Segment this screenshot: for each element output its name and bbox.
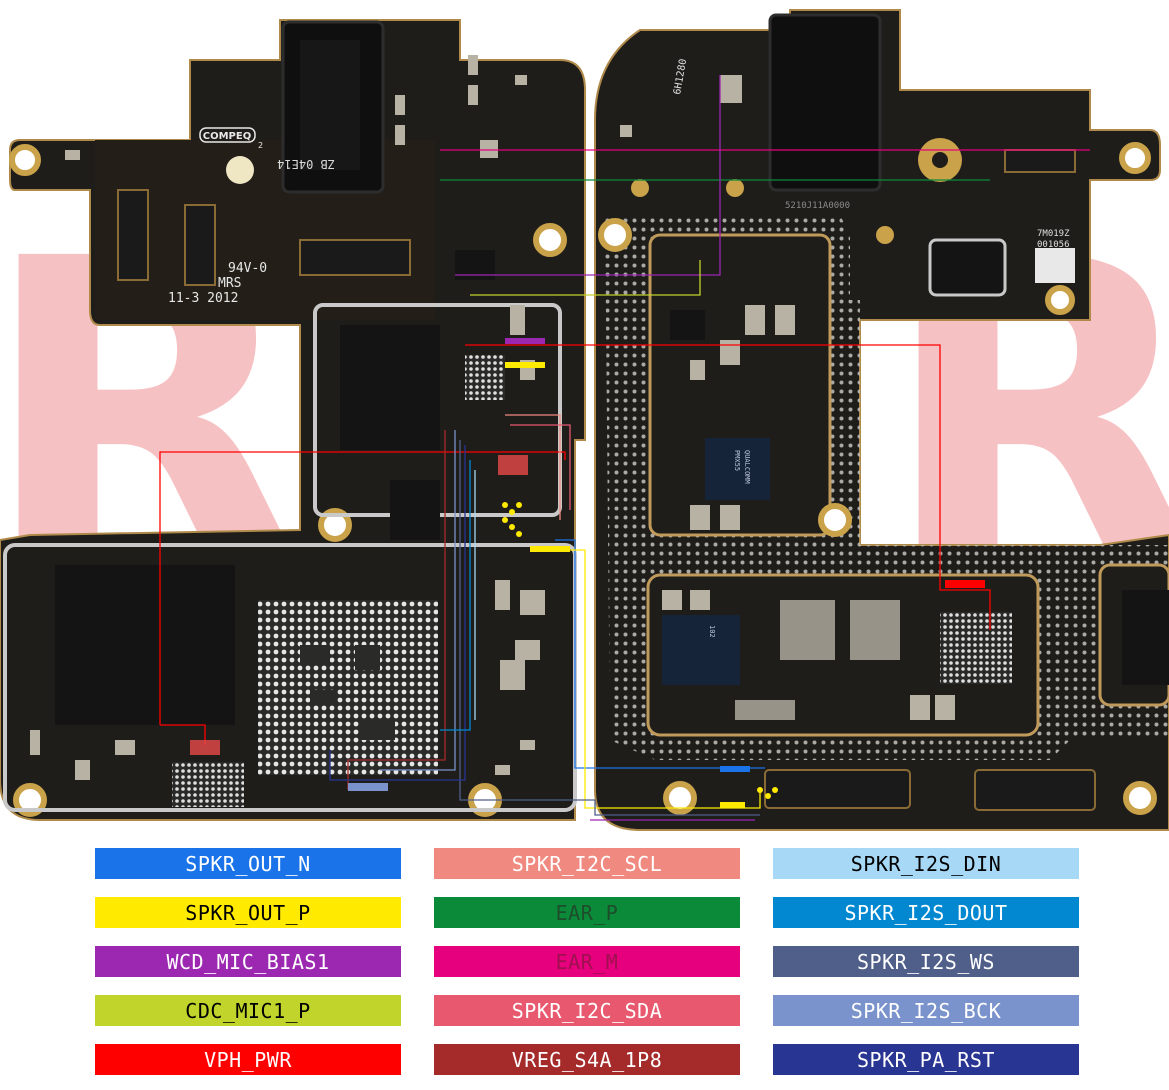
svg-text:11-3 2012: 11-3 2012 <box>168 291 238 306</box>
svg-text:7M019Z: 7M019Z <box>1037 229 1070 239</box>
svg-text:2: 2 <box>258 141 263 150</box>
svg-text:COMPEQ: COMPEQ <box>203 131 251 142</box>
svg-text:94V-0: 94V-0 <box>228 261 267 276</box>
right-board: 5210J11A0000 7M019Z 001056 6H1280 QUALCO… <box>594 9 1169 831</box>
svg-text:001056: 001056 <box>1037 240 1070 250</box>
svg-text:ZB 04E14: ZB 04E14 <box>277 157 335 171</box>
svg-text:102: 102 <box>708 625 716 638</box>
legend-item-spkr-i2c-sda: SPKR_I2C_SDA <box>434 995 740 1026</box>
legend-item-spkr-i2s-ws: SPKR_I2S_WS <box>773 946 1079 977</box>
legend-item-spkr-out-n: SPKR_OUT_N <box>95 848 401 879</box>
legend-item-vreg-s4a-1p8: VREG_S4A_1P8 <box>434 1044 740 1075</box>
svg-text:MRS: MRS <box>218 276 241 291</box>
left-board: ZB 04E14 COMPEQ 2 94V-0 MRS 11-3 2012 <box>0 19 586 821</box>
legend-item-wcd-mic-bias1: WCD_MIC_BIAS1 <box>95 946 401 977</box>
svg-text:5210J11A0000: 5210J11A0000 <box>785 201 850 211</box>
legend-item-spkr-pa-rst: SPKR_PA_RST <box>773 1044 1079 1075</box>
svg-text:PMX55: PMX55 <box>733 450 741 471</box>
net-traces <box>159 75 1090 821</box>
legend-item-cdc-mic1-p: CDC_MIC1_P <box>95 995 401 1026</box>
pcb-board-photo: R R Ri ZB 04E14 COMPEQ 2 94V-0 MRS 11-3 … <box>0 9 1169 831</box>
legend-item-ear-m: EAR_M <box>434 946 740 977</box>
svg-text:QUALCOMM: QUALCOMM <box>743 450 751 484</box>
legend-item-ear-p: EAR_P <box>434 897 740 928</box>
legend-item-vph-pwr: VPH_PWR <box>95 1044 401 1075</box>
legend-item-spkr-out-p: SPKR_OUT_P <box>95 897 401 928</box>
legend-item-spkr-i2s-bck: SPKR_I2S_BCK <box>773 995 1079 1026</box>
legend-item-spkr-i2c-scl: SPKR_I2C_SCL <box>434 848 740 879</box>
legend-item-spkr-i2s-din: SPKR_I2S_DIN <box>773 848 1079 879</box>
legend-item-spkr-i2s-dout: SPKR_I2S_DOUT <box>773 897 1079 928</box>
